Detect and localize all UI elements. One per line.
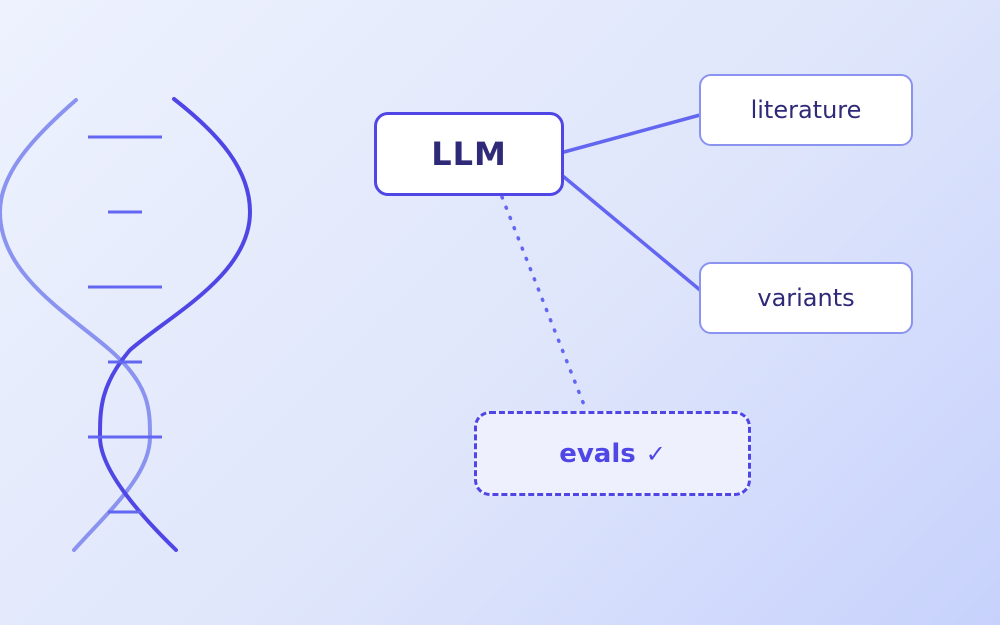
llm-node: LLM [374,112,564,196]
evals-node-label: evals [559,438,636,469]
variants-node: variants [699,262,913,334]
literature-node: literature [699,74,913,146]
check-icon: ✓ [645,439,666,468]
connector-llm-literature [562,113,702,154]
llm-node-label: LLM [431,135,507,173]
dna-helix-icon [0,97,253,552]
connector-llm-evals [500,195,588,412]
literature-node-label: literature [750,96,862,124]
helix-strand-dark [97,97,253,552]
connector-llm-variants [562,175,702,292]
helix-strand-light [0,98,153,552]
evals-node: evals ✓ [474,411,751,496]
variants-node-label: variants [757,284,855,312]
